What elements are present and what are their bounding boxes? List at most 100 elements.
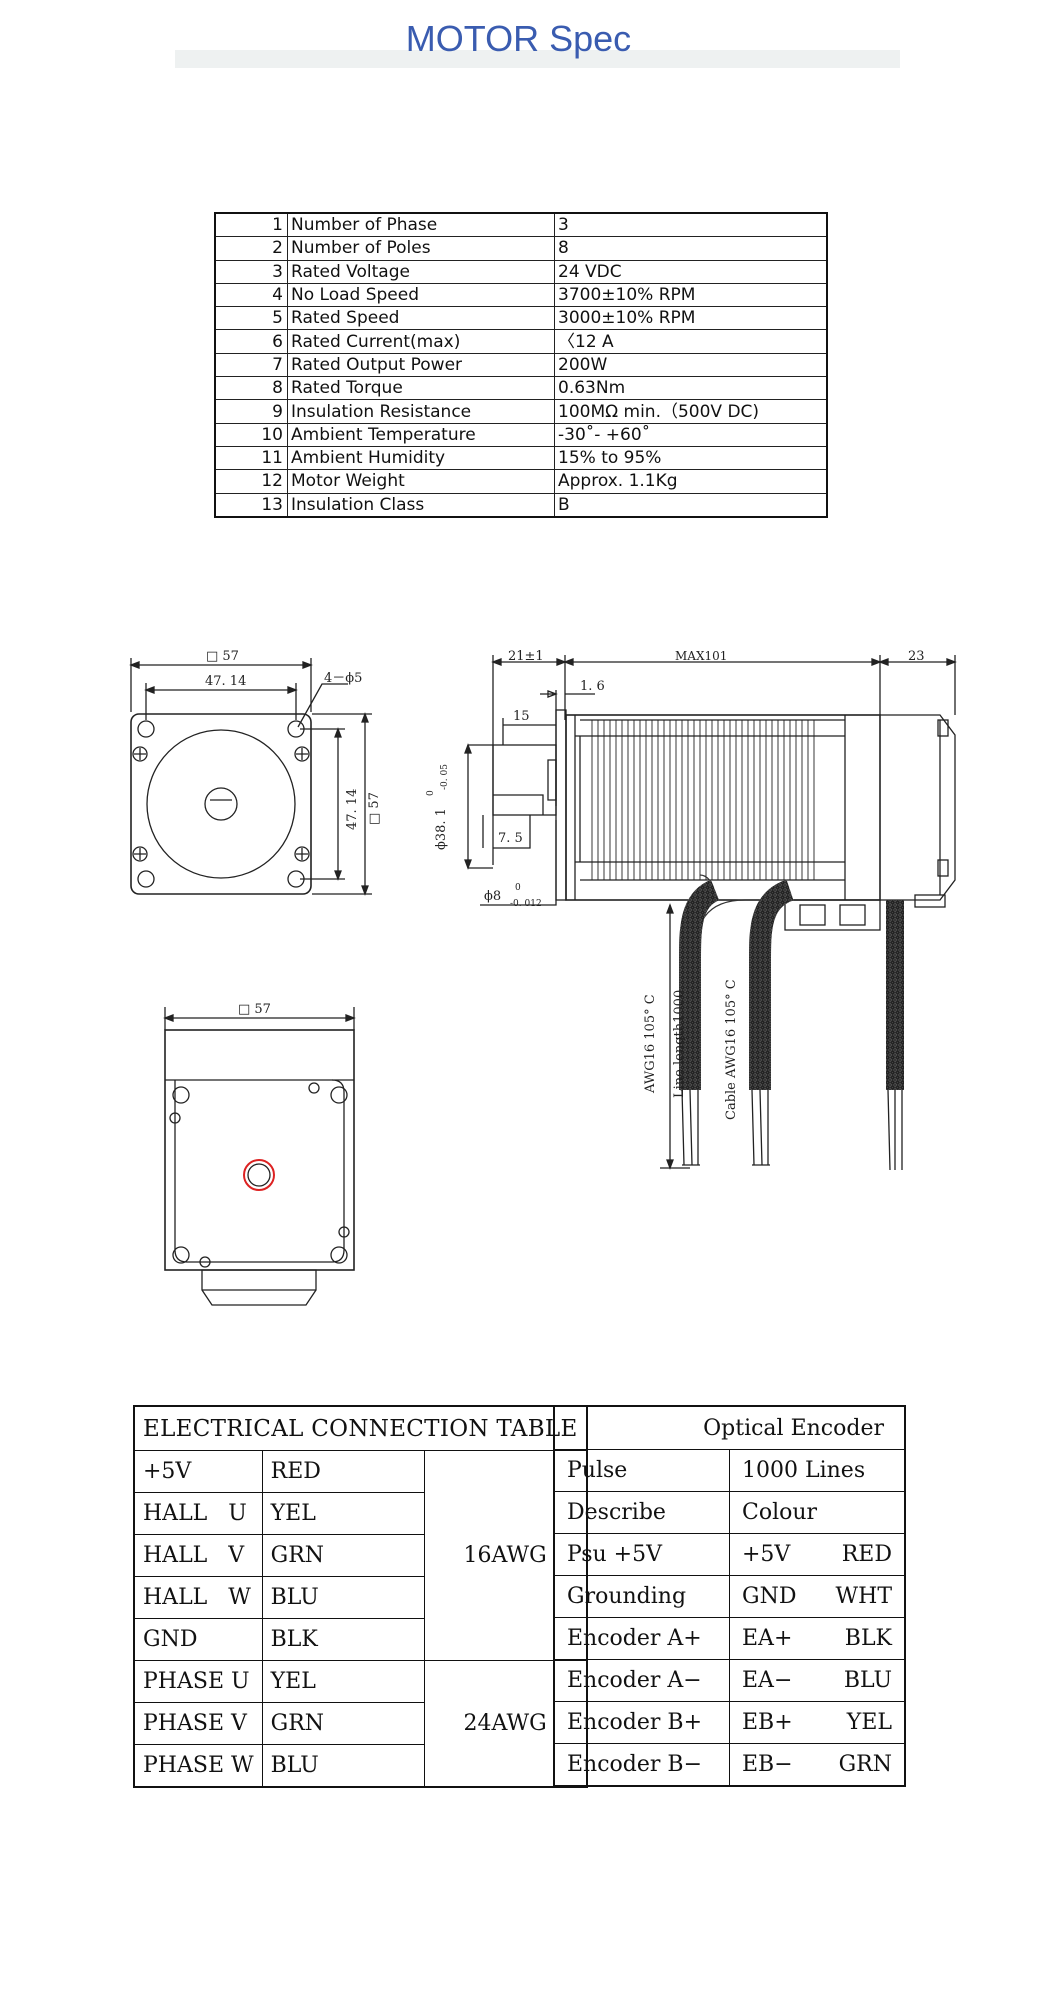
encoder-value-a: EA− — [742, 1668, 793, 1693]
encoder-value: Colour — [729, 1491, 906, 1534]
encoder-value-a: EA+ — [742, 1626, 793, 1651]
encoder-value-b: BLK — [844, 1626, 892, 1651]
front-hole-spacing-label: 47. 14 — [205, 674, 246, 689]
encoder-value-b: YEL — [846, 1710, 892, 1735]
spec-name: Number of Poles — [287, 236, 555, 261]
elec-signal: HALL V — [133, 1534, 263, 1577]
spec-value: 3000±10% RPM — [554, 306, 828, 331]
side-shaft-tol-lower: -0. 012 — [510, 899, 542, 909]
elec-color: BLK — [261, 1618, 425, 1661]
elec-signal: PHASE V — [133, 1702, 263, 1745]
spec-number: 5 — [214, 306, 288, 331]
spec-value: Approx. 1.1Kg — [554, 469, 828, 494]
elec-color: GRN — [261, 1702, 425, 1745]
elec-signal: +5V — [133, 1450, 263, 1493]
encoder-label: Encoder A− — [553, 1659, 730, 1702]
spec-number: 12 — [214, 469, 288, 494]
side-shaft-dia-label: ϕ8 — [484, 889, 501, 904]
encoder-row: Encoder B+ EB+ YEL — [553, 1701, 906, 1744]
encoder-row: Encoder B−EB−GRN — [553, 1743, 906, 1787]
elec-signal: PHASE U — [133, 1660, 263, 1703]
spec-value: 3700±10% RPM — [554, 282, 828, 308]
encoder-row: Encoder A− EA− BLU — [553, 1659, 906, 1702]
rear-view — [163, 1007, 356, 1306]
encoder-value: EB− GRN — [729, 1743, 906, 1787]
encoder-value: EB+ YEL — [729, 1701, 906, 1744]
side-encoder-len-label: 23 — [908, 649, 925, 664]
encoder-value-a: EB− — [742, 1752, 793, 1777]
side-shaft-tol-upper: 0 — [515, 883, 521, 893]
spec-name: Rated Current(max) — [287, 329, 555, 354]
spec-number: 8 — [214, 376, 288, 401]
cable-label-spec: Cable AWG16 105° C — [724, 979, 739, 1120]
encoder-label: Encoder A+ — [553, 1617, 730, 1660]
spec-name: Insulation Class — [287, 492, 555, 518]
spec-name: No Load Speed — [287, 282, 555, 308]
electrical-table-header: ELECTRICAL CONNECTION TABLE — [133, 1405, 588, 1451]
page-title: MOTOR Spec — [405, 18, 632, 59]
spec-number: 4 — [214, 282, 288, 308]
spec-number: 2 — [214, 236, 288, 261]
spec-name: Number of Phase — [287, 212, 555, 238]
side-pilot-tol-upper: 0 — [426, 790, 436, 796]
spec-number: 3 — [214, 259, 288, 284]
side-key-len-label: 15 — [513, 709, 530, 724]
front-view — [129, 658, 372, 896]
title-underline — [175, 50, 900, 68]
elec-signal: HALL U — [133, 1492, 263, 1535]
encoder-label: Pulse — [553, 1449, 730, 1492]
encoder-value-b: GRN — [838, 1752, 892, 1777]
spec-name: Motor Weight — [287, 469, 555, 494]
spec-name: Rated Output Power — [287, 352, 555, 378]
elec-signal: GND — [133, 1618, 263, 1661]
encoder-value-a: Colour — [742, 1500, 818, 1525]
encoder-value-a: GND — [742, 1584, 797, 1609]
encoder-value-b: BLU — [843, 1668, 892, 1693]
encoder-value-a: 1000 Lines — [742, 1458, 866, 1483]
spec-value: 8 — [554, 236, 828, 261]
side-body-len-label: MAX101 — [675, 649, 727, 663]
elec-color: YEL — [261, 1660, 425, 1703]
rear-size-label: □ 57 — [238, 1002, 271, 1017]
spec-value: 〈12 A — [554, 329, 828, 354]
side-pilot-label: ϕ38. 1 — [434, 808, 449, 850]
front-v-spacing-label: 47. 14 — [345, 789, 360, 830]
spec-number: 10 — [214, 422, 288, 447]
spec-value: 3 — [554, 212, 828, 238]
encoder-row: Describe Colour — [553, 1491, 906, 1534]
front-size-label: □ 57 — [206, 649, 239, 664]
encoder-value-a: EB+ — [742, 1710, 793, 1735]
spec-number: 1 — [214, 212, 288, 238]
spec-value: 0.63Nm — [554, 376, 828, 401]
encoder-table-header: Optical Encoder — [553, 1405, 906, 1450]
encoder-value: EA+ BLK — [729, 1617, 906, 1660]
elec-color: BLU — [261, 1576, 425, 1619]
spec-name: Ambient Temperature — [287, 422, 555, 447]
spec-value: 15% to 95% — [554, 445, 828, 471]
encoder-label: Encoder B+ — [553, 1701, 730, 1744]
side-shaft-len-label: 21±1 — [508, 649, 544, 664]
encoder-label: Describe — [553, 1491, 730, 1534]
encoder-value-b: RED — [841, 1542, 892, 1567]
encoder-value: GND WHT — [729, 1575, 906, 1618]
spec-name: Insulation Resistance — [287, 399, 555, 424]
encoder-value-b: WHT — [835, 1584, 892, 1609]
front-hole-spec-label: 4－ϕ5 — [324, 671, 362, 686]
encoder-label: Grounding — [553, 1575, 730, 1618]
spec-number: 7 — [214, 352, 288, 378]
elec-color: BLU — [261, 1744, 425, 1788]
side-flat-len-label: 7. 5 — [498, 831, 523, 846]
spec-value: B — [554, 492, 828, 518]
encoder-row: Encoder A+ EA+ BLK — [553, 1617, 906, 1660]
